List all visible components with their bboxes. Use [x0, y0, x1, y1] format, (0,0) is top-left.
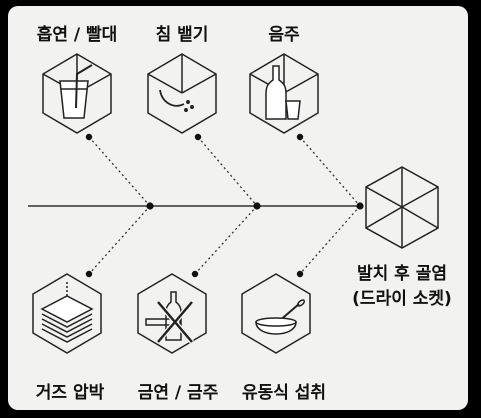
junction-dot — [253, 202, 261, 210]
branch-end-dot — [296, 270, 304, 278]
gauze-stack-press-icon — [32, 273, 102, 354]
bottle-and-glass-icon — [249, 53, 319, 134]
junction-dot — [356, 202, 364, 210]
branch-top-1 — [88, 136, 151, 207]
cup-with-straw-icon — [42, 53, 112, 134]
branch-end-dot — [191, 270, 199, 278]
branch-bottom-2 — [194, 205, 258, 275]
branch-end-dot — [296, 133, 304, 141]
bowl-with-spoon-icon — [241, 273, 311, 354]
result-label-line1: 발치 후 골염 — [356, 264, 448, 284]
cause-label-smoking-straw: 흡연 / 빨대 — [36, 25, 118, 45]
spitting-mouth-icon — [147, 53, 217, 134]
branch-top-2 — [197, 136, 258, 207]
branch-bottom-1 — [88, 205, 151, 275]
cause-label-drinking: 음주 — [268, 25, 300, 45]
no-smoking-no-drinking-icon — [137, 273, 207, 354]
prevention-label-abstain: 금연 / 금주 — [137, 383, 219, 403]
branch-end-dot — [85, 270, 93, 278]
branch-end-dot — [85, 133, 93, 141]
branch-bottom-3 — [299, 205, 361, 275]
prevention-label-gauze: 거즈 압박 — [35, 383, 105, 403]
result-label-line2: (드라이 소켓) — [352, 289, 452, 309]
branch-top-3 — [299, 136, 361, 207]
prevention-label-liquid-diet: 유동식 섭취 — [241, 383, 327, 403]
cube-icon — [365, 166, 439, 249]
branch-end-dot — [194, 133, 202, 141]
junction-dot — [146, 202, 154, 210]
result-label: 발치 후 골염 (드라이 소켓) — [332, 262, 472, 312]
cause-label-spitting: 침 뱉기 — [155, 25, 209, 45]
